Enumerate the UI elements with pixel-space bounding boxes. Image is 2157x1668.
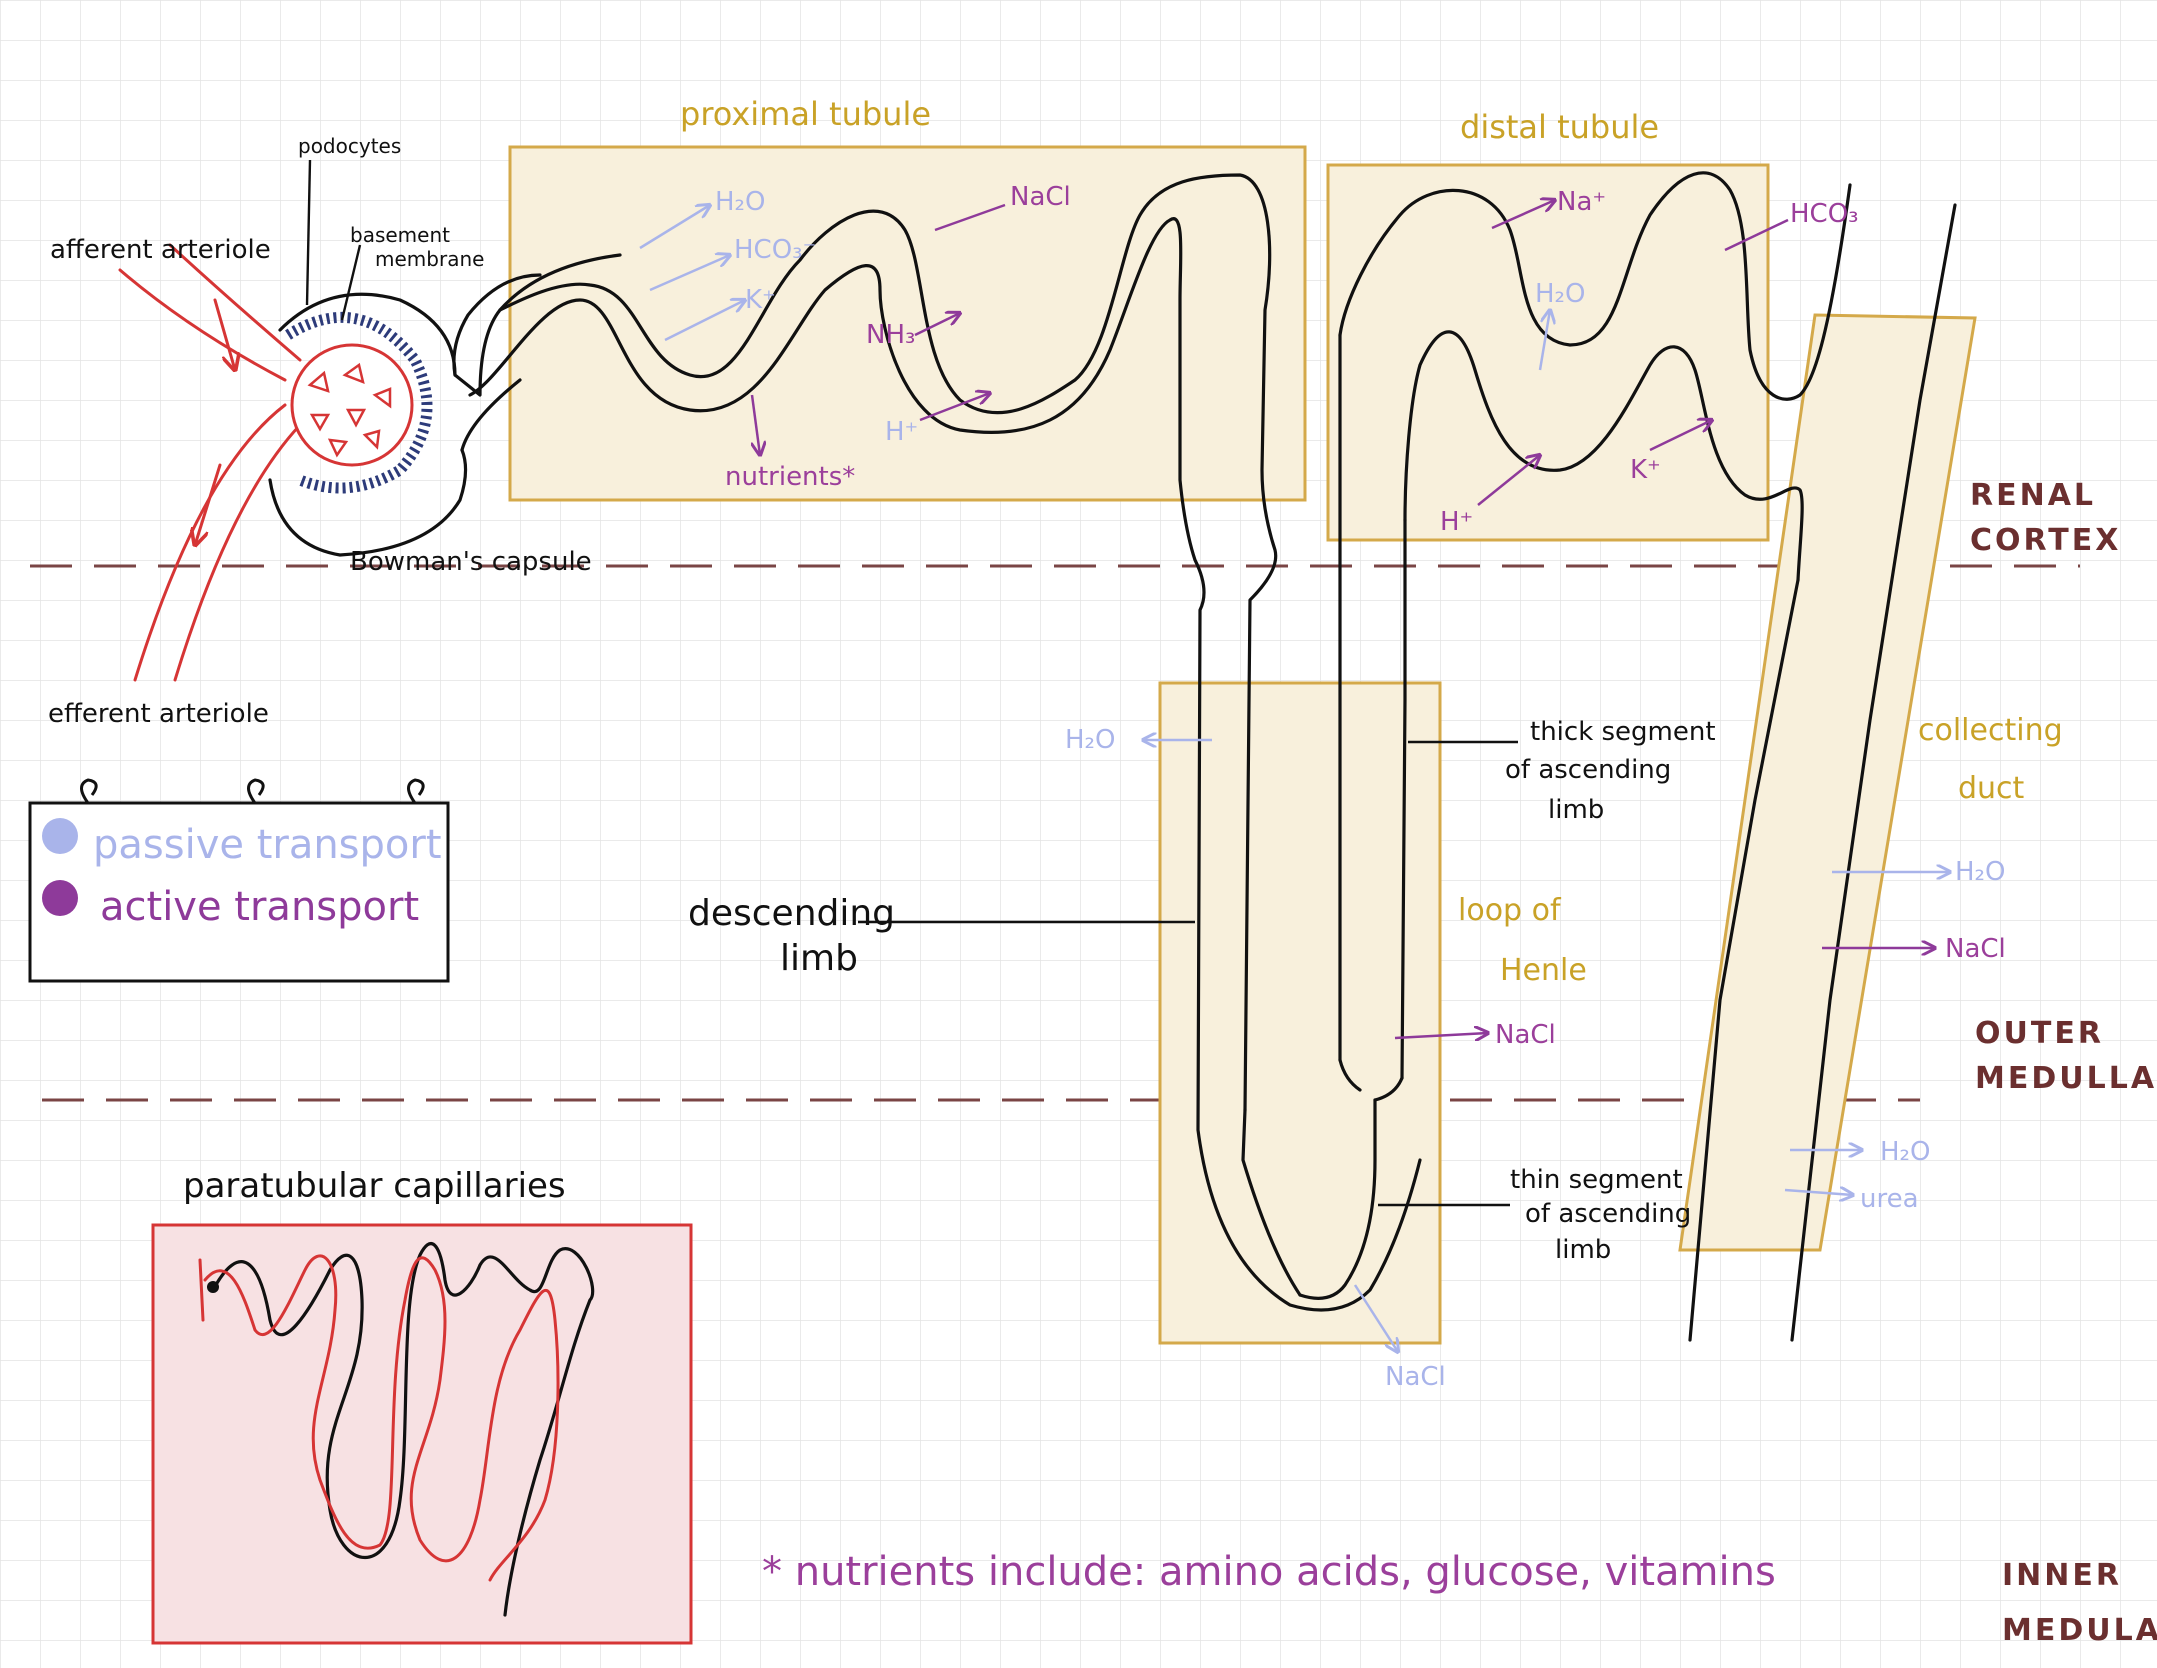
transport-arrows bbox=[639, 200, 1950, 1352]
proximal-title: proximal tubule bbox=[680, 95, 931, 133]
loop-title-1: loop of bbox=[1458, 893, 1562, 928]
thick-label-3: limb bbox=[1548, 795, 1604, 825]
collecting-h2o-1: H₂O bbox=[1955, 857, 2005, 887]
legend-passive-label: passive transport bbox=[93, 822, 442, 868]
region-outer-l2: MEDULLA bbox=[1975, 1061, 2157, 1096]
active-swatch bbox=[42, 880, 78, 916]
descending-label-2: limb bbox=[780, 938, 858, 979]
collecting-duct-box bbox=[1678, 313, 1977, 1252]
proximal-hco3: HCO₃⁻ bbox=[734, 235, 816, 265]
region-inner-l1: INNER bbox=[2002, 1558, 2122, 1593]
thin-label-1: thin segment bbox=[1510, 1165, 1683, 1195]
distal-na: Na⁺ bbox=[1557, 187, 1606, 217]
capillaries-box bbox=[151, 1223, 693, 1645]
capillaries-label: paratubular capillaries bbox=[183, 1166, 566, 1206]
collecting-urea: urea bbox=[1860, 1184, 1919, 1214]
thin-label-2: of ascending bbox=[1525, 1199, 1691, 1229]
distal-h: H⁺ bbox=[1440, 507, 1473, 537]
region-outer-l1: OUTER bbox=[1975, 1016, 2104, 1051]
distal-tubule-box bbox=[1326, 163, 1770, 542]
proximal-nutrients: nutrients* bbox=[725, 462, 855, 492]
collecting-h2o-2: H₂O bbox=[1880, 1137, 1930, 1167]
leader-lines bbox=[305, 159, 1518, 1207]
proximal-h2o: H₂O bbox=[715, 187, 765, 217]
region-cortex-l2: CORTEX bbox=[1970, 523, 2121, 558]
passive-swatch bbox=[42, 818, 78, 854]
loop-nacl-thick: NaCl bbox=[1495, 1020, 1556, 1050]
proximal-nacl: NaCl bbox=[1010, 182, 1071, 212]
distal-hco3: HCO₃ bbox=[1790, 199, 1859, 229]
proximal-k: K⁺ bbox=[745, 285, 776, 315]
podocytes-label: podocytes bbox=[298, 134, 401, 158]
legend: passive transport active transport bbox=[28, 778, 450, 983]
collecting-title-2: duct bbox=[1958, 771, 2025, 806]
glomerulus-group bbox=[118, 243, 622, 682]
collecting-nacl: NaCl bbox=[1945, 934, 2006, 964]
loop-of-henle bbox=[1241, 333, 1407, 1300]
proximal-tubule bbox=[468, 173, 1422, 1312]
descending-label-1: descending bbox=[688, 893, 895, 934]
distal-k: K⁺ bbox=[1630, 455, 1661, 485]
loop-nacl-thin: NaCl bbox=[1385, 1362, 1446, 1392]
efferent-label: efferent arteriole bbox=[48, 699, 269, 729]
afferent-label: afferent arteriole bbox=[50, 235, 271, 265]
basement-label-2: membrane bbox=[375, 247, 484, 271]
distal-tubule bbox=[1338, 171, 1852, 582]
region-inner-l2: MEDULA bbox=[2002, 1613, 2157, 1648]
thin-label-3: limb bbox=[1555, 1235, 1611, 1265]
distal-title: distal tubule bbox=[1460, 108, 1659, 146]
bowmans-label: Bowman's capsule bbox=[350, 547, 592, 577]
loop-title-2: Henle bbox=[1500, 953, 1587, 988]
region-cortex-l1: RENAL bbox=[1970, 478, 2096, 513]
paratubular-capillaries bbox=[198, 1242, 595, 1617]
basement-label-1: basement bbox=[350, 223, 450, 247]
distal-h2o: H₂O bbox=[1535, 279, 1585, 309]
footnote: * nutrients include: amino acids, glucos… bbox=[762, 1549, 1776, 1595]
proximal-tubule-box bbox=[508, 145, 1307, 502]
thick-label-2: of ascending bbox=[1505, 755, 1671, 785]
loop-h2o: H₂O bbox=[1065, 725, 1115, 755]
legend-active-label: active transport bbox=[100, 884, 419, 930]
loop-of-henle-box bbox=[1158, 681, 1442, 1345]
thick-label-1: thick segment bbox=[1530, 717, 1716, 747]
proximal-nh3: NH₃ bbox=[866, 320, 915, 350]
collecting-duct bbox=[1688, 203, 1957, 1342]
proximal-h: H⁺ bbox=[885, 417, 918, 447]
collecting-title-1: collecting bbox=[1918, 713, 2063, 748]
